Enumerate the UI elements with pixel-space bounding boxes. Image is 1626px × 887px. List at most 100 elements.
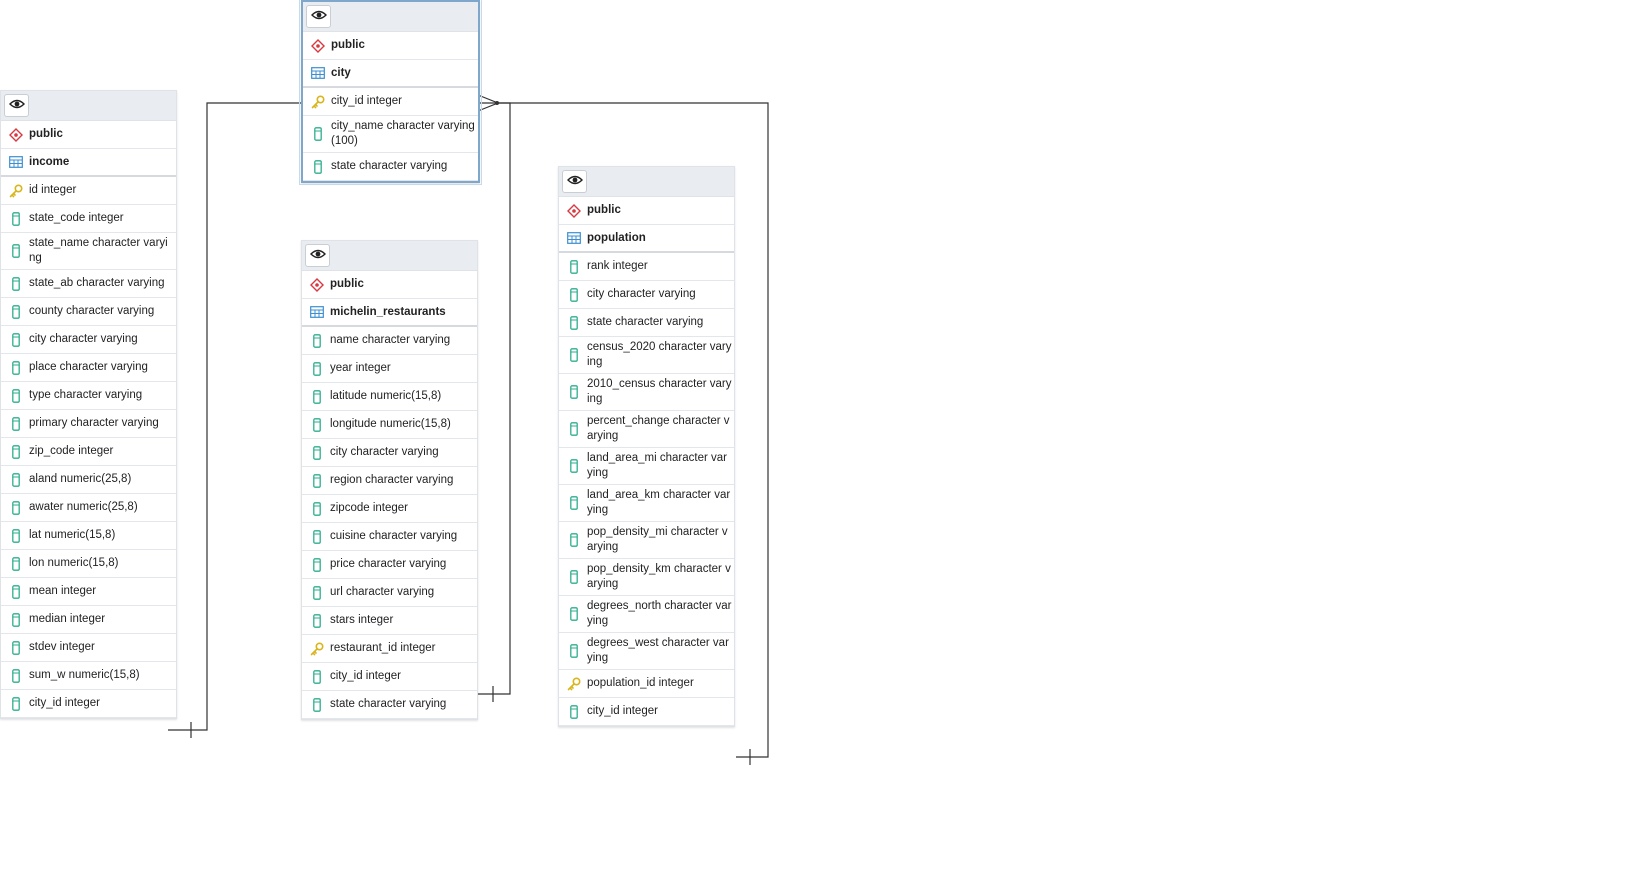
column-row[interactable]: median integer (1, 606, 176, 634)
column-row[interactable]: zipcode integer (302, 495, 477, 523)
key-icon (311, 94, 325, 110)
column-icon (9, 640, 23, 656)
column-row[interactable]: aland numeric(25,8) (1, 466, 176, 494)
column-label: name character varying (330, 334, 451, 346)
column-row[interactable]: url character varying (302, 579, 477, 607)
column-row[interactable]: type character varying (1, 382, 176, 410)
column-row[interactable]: city_id integer (1, 690, 176, 718)
column-row[interactable]: place character varying (1, 354, 176, 382)
column-row[interactable]: state character varying (303, 153, 478, 181)
column-row[interactable]: degrees_west character varying (559, 633, 734, 670)
column-label: url character varying (330, 586, 435, 598)
schema-name: public (331, 39, 365, 51)
column-row[interactable]: lon numeric(15,8) (1, 550, 176, 578)
column-row[interactable]: county character varying (1, 298, 176, 326)
column-label: rank integer (587, 260, 648, 272)
primary-key-column-row[interactable]: city_id integer (303, 88, 478, 116)
column-label: cuisine character varying (330, 530, 458, 542)
column-label: pop_density_mi character varying (587, 526, 728, 553)
column-icon (567, 315, 581, 331)
column-icon (9, 416, 23, 432)
column-row[interactable]: sum_w numeric(15,8) (1, 662, 176, 690)
column-icon (9, 360, 23, 376)
table-name-row: population (559, 225, 734, 253)
column-row[interactable]: zip_code integer (1, 438, 176, 466)
column-label: pop_density_km character varying (587, 563, 731, 590)
column-row[interactable]: awater numeric(25,8) (1, 494, 176, 522)
column-label: restaurant_id integer (330, 642, 436, 654)
column-row[interactable]: year integer (302, 355, 477, 383)
key-icon (310, 641, 324, 657)
column-row[interactable]: longitude numeric(15,8) (302, 411, 477, 439)
column-row[interactable]: latitude numeric(15,8) (302, 383, 477, 411)
column-row[interactable]: state character varying (302, 691, 477, 719)
column-icon (9, 528, 23, 544)
column-row[interactable]: census_2020 character varying (559, 337, 734, 374)
column-row[interactable]: 2010_census character varying (559, 374, 734, 411)
column-icon (310, 585, 324, 601)
column-row[interactable]: stdev integer (1, 634, 176, 662)
column-row[interactable]: rank integer (559, 253, 734, 281)
toggle-details-button[interactable] (4, 94, 29, 117)
column-row[interactable]: name character varying (302, 327, 477, 355)
column-row[interactable]: pop_density_km character varying (559, 559, 734, 596)
column-row[interactable]: pop_density_mi character varying (559, 522, 734, 559)
column-row[interactable]: state_code integer (1, 205, 176, 233)
table-michelin-restaurants[interactable]: public michelin_restaurants name charact… (301, 240, 478, 720)
column-label: percent_change character varying (587, 415, 730, 442)
table-name: population (587, 231, 646, 244)
column-row[interactable]: city_id integer (302, 663, 477, 691)
column-row[interactable]: stars integer (302, 607, 477, 635)
eye-icon (566, 173, 583, 191)
primary-key-column-row[interactable]: id integer (1, 177, 176, 205)
column-icon (9, 444, 23, 460)
column-row[interactable]: lat numeric(15,8) (1, 522, 176, 550)
column-icon (310, 473, 324, 489)
toggle-details-button[interactable] (562, 170, 587, 193)
toggle-details-button[interactable] (306, 5, 331, 28)
column-row[interactable]: state_ab character varying (1, 270, 176, 298)
column-icon (310, 669, 324, 685)
column-row[interactable]: city character varying (302, 439, 477, 467)
column-icon (9, 332, 23, 348)
column-row[interactable]: degrees_north character varying (559, 596, 734, 633)
column-row[interactable]: land_area_km character varying (559, 485, 734, 522)
column-row[interactable]: primary character varying (1, 410, 176, 438)
column-row[interactable]: percent_change character varying (559, 411, 734, 448)
column-label: city_id integer (29, 697, 100, 709)
column-row[interactable]: region character varying (302, 467, 477, 495)
column-label: land_area_km character varying (587, 489, 731, 516)
table-header[interactable] (559, 167, 734, 197)
table-name-row: city (303, 60, 478, 88)
column-row[interactable]: city character varying (1, 326, 176, 354)
column-row[interactable]: city_id integer (559, 698, 734, 726)
schema-row: public (303, 32, 478, 60)
column-label: longitude numeric(15,8) (330, 418, 451, 430)
column-label: state_ab character varying (29, 277, 165, 289)
column-icon (9, 584, 23, 600)
table-header[interactable] (303, 2, 478, 32)
table-header[interactable] (302, 241, 477, 271)
toggle-details-button[interactable] (305, 244, 330, 267)
column-row[interactable]: state character varying (559, 309, 734, 337)
column-label: degrees_west character varying (587, 637, 729, 664)
link-michelin-city (477, 102, 511, 695)
primary-key-column-row[interactable]: population_id integer (559, 670, 734, 698)
column-label: city character varying (330, 446, 439, 458)
column-row[interactable]: city character varying (559, 281, 734, 309)
primary-key-column-row[interactable]: restaurant_id integer (302, 635, 477, 663)
column-row[interactable]: price character varying (302, 551, 477, 579)
column-row[interactable]: mean integer (1, 578, 176, 606)
column-row[interactable]: land_area_mi character varying (559, 448, 734, 485)
column-row[interactable]: city_name character varying (100) (303, 116, 478, 153)
column-icon (310, 361, 324, 377)
column-row[interactable]: cuisine character varying (302, 523, 477, 551)
table-header[interactable] (1, 91, 176, 121)
column-row[interactable]: state_name character varying (1, 233, 176, 270)
